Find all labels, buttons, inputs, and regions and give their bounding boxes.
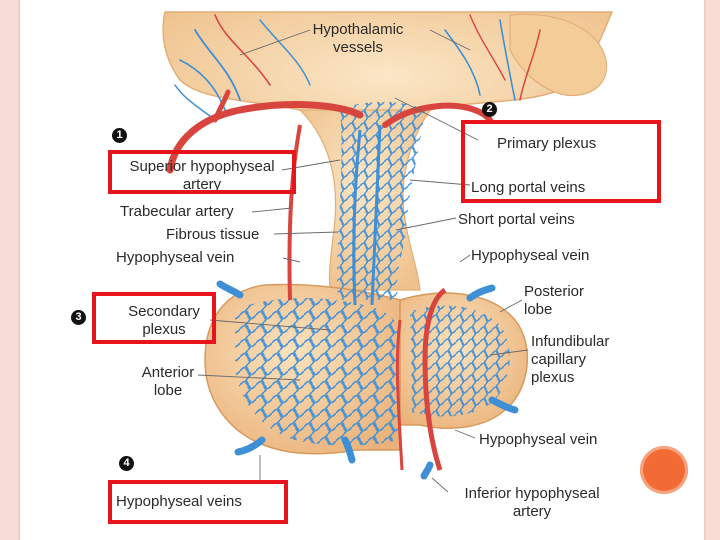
label-inferior-artery-line1: Inferior hypophyseal — [464, 485, 600, 502]
label-infundibular-line3: plexus — [531, 369, 575, 386]
label-infundibular-capillary-plexus: Infundibular capillary plexus — [531, 333, 609, 387]
highlight-box-superior-artery — [108, 150, 296, 194]
label-hypothalamic-vessels-line2: vessels — [332, 39, 384, 56]
label-infundibular-line2: capillary — [531, 351, 587, 368]
trabecular-artery-vessel — [287, 124, 302, 301]
label-inferior-artery-line2: artery — [512, 503, 552, 520]
infundibular-plexus-network — [410, 305, 510, 417]
label-long-portal-veins: Long portal veins — [471, 179, 586, 196]
secondary-plexus-network — [235, 298, 398, 446]
label-anterior-lobe: Anterior lobe — [130, 364, 206, 400]
marker-4: 4 — [119, 456, 134, 471]
label-anterior-lobe-line2: lobe — [153, 382, 183, 399]
label-hypophyseal-vein-right: Hypophyseal vein — [471, 247, 590, 264]
hypophyseal-vein-vessels — [216, 280, 519, 480]
inferior-hypophyseal-artery-vessel — [422, 287, 447, 471]
long-portal-veins-vessels — [352, 124, 382, 306]
label-secondary-plexus-line2: plexus — [142, 321, 186, 338]
label-superior-artery-line1: Superior hypophyseal — [129, 158, 275, 175]
slide-frame-right — [706, 0, 720, 540]
label-secondary-plexus: Secondary plexus — [112, 303, 216, 339]
marker-1: 1 — [112, 128, 127, 143]
highlight-box-secondary-plexus — [92, 292, 216, 344]
label-hypophyseal-vein-left: Hypophyseal vein — [116, 249, 235, 266]
slide-frame-right-line — [704, 0, 706, 540]
label-secondary-plexus-line1: Secondary — [128, 303, 200, 320]
marker-3: 3 — [71, 310, 86, 325]
label-hypophyseal-veins: Hypophyseal veins — [116, 493, 242, 510]
highlight-box-hypophyseal-veins — [108, 480, 288, 524]
label-hypothalamic-vessels-line1: Hypothalamic — [312, 21, 404, 38]
slide-frame-left — [0, 0, 18, 540]
label-posterior-lobe: Posterior lobe — [524, 283, 584, 319]
label-fibrous-tissue: Fibrous tissue — [166, 226, 260, 243]
label-hypophyseal-vein-lower: Hypophyseal vein — [479, 431, 598, 448]
label-posterior-lobe-line2: lobe — [524, 301, 553, 318]
marker-2: 2 — [482, 102, 497, 117]
label-primary-plexus: Primary plexus — [497, 135, 597, 152]
label-posterior-lobe-line1: Posterior — [524, 283, 585, 300]
optic-chiasm-tissue — [509, 13, 608, 97]
label-infundibular-line1: Infundibular — [531, 333, 610, 350]
label-anterior-lobe-line1: Anterior — [141, 364, 195, 381]
slide-frame-left-line — [18, 0, 20, 540]
highlight-box-primary-plexus — [461, 120, 661, 203]
accent-circle — [640, 446, 688, 494]
superior-hypophyseal-artery — [166, 89, 493, 174]
label-leader-lines — [197, 29, 529, 493]
label-superior-hypophyseal-artery: Superior hypophyseal artery — [112, 158, 292, 194]
label-inferior-hypophyseal-artery: Inferior hypophyseal artery — [448, 485, 616, 521]
label-hypothalamic-vessels: Hypothalamic vessels — [303, 21, 413, 57]
label-trabecular-artery: Trabecular artery — [120, 203, 234, 220]
label-superior-artery-line2: artery — [182, 176, 222, 193]
label-short-portal-veins: Short portal veins — [458, 211, 575, 228]
